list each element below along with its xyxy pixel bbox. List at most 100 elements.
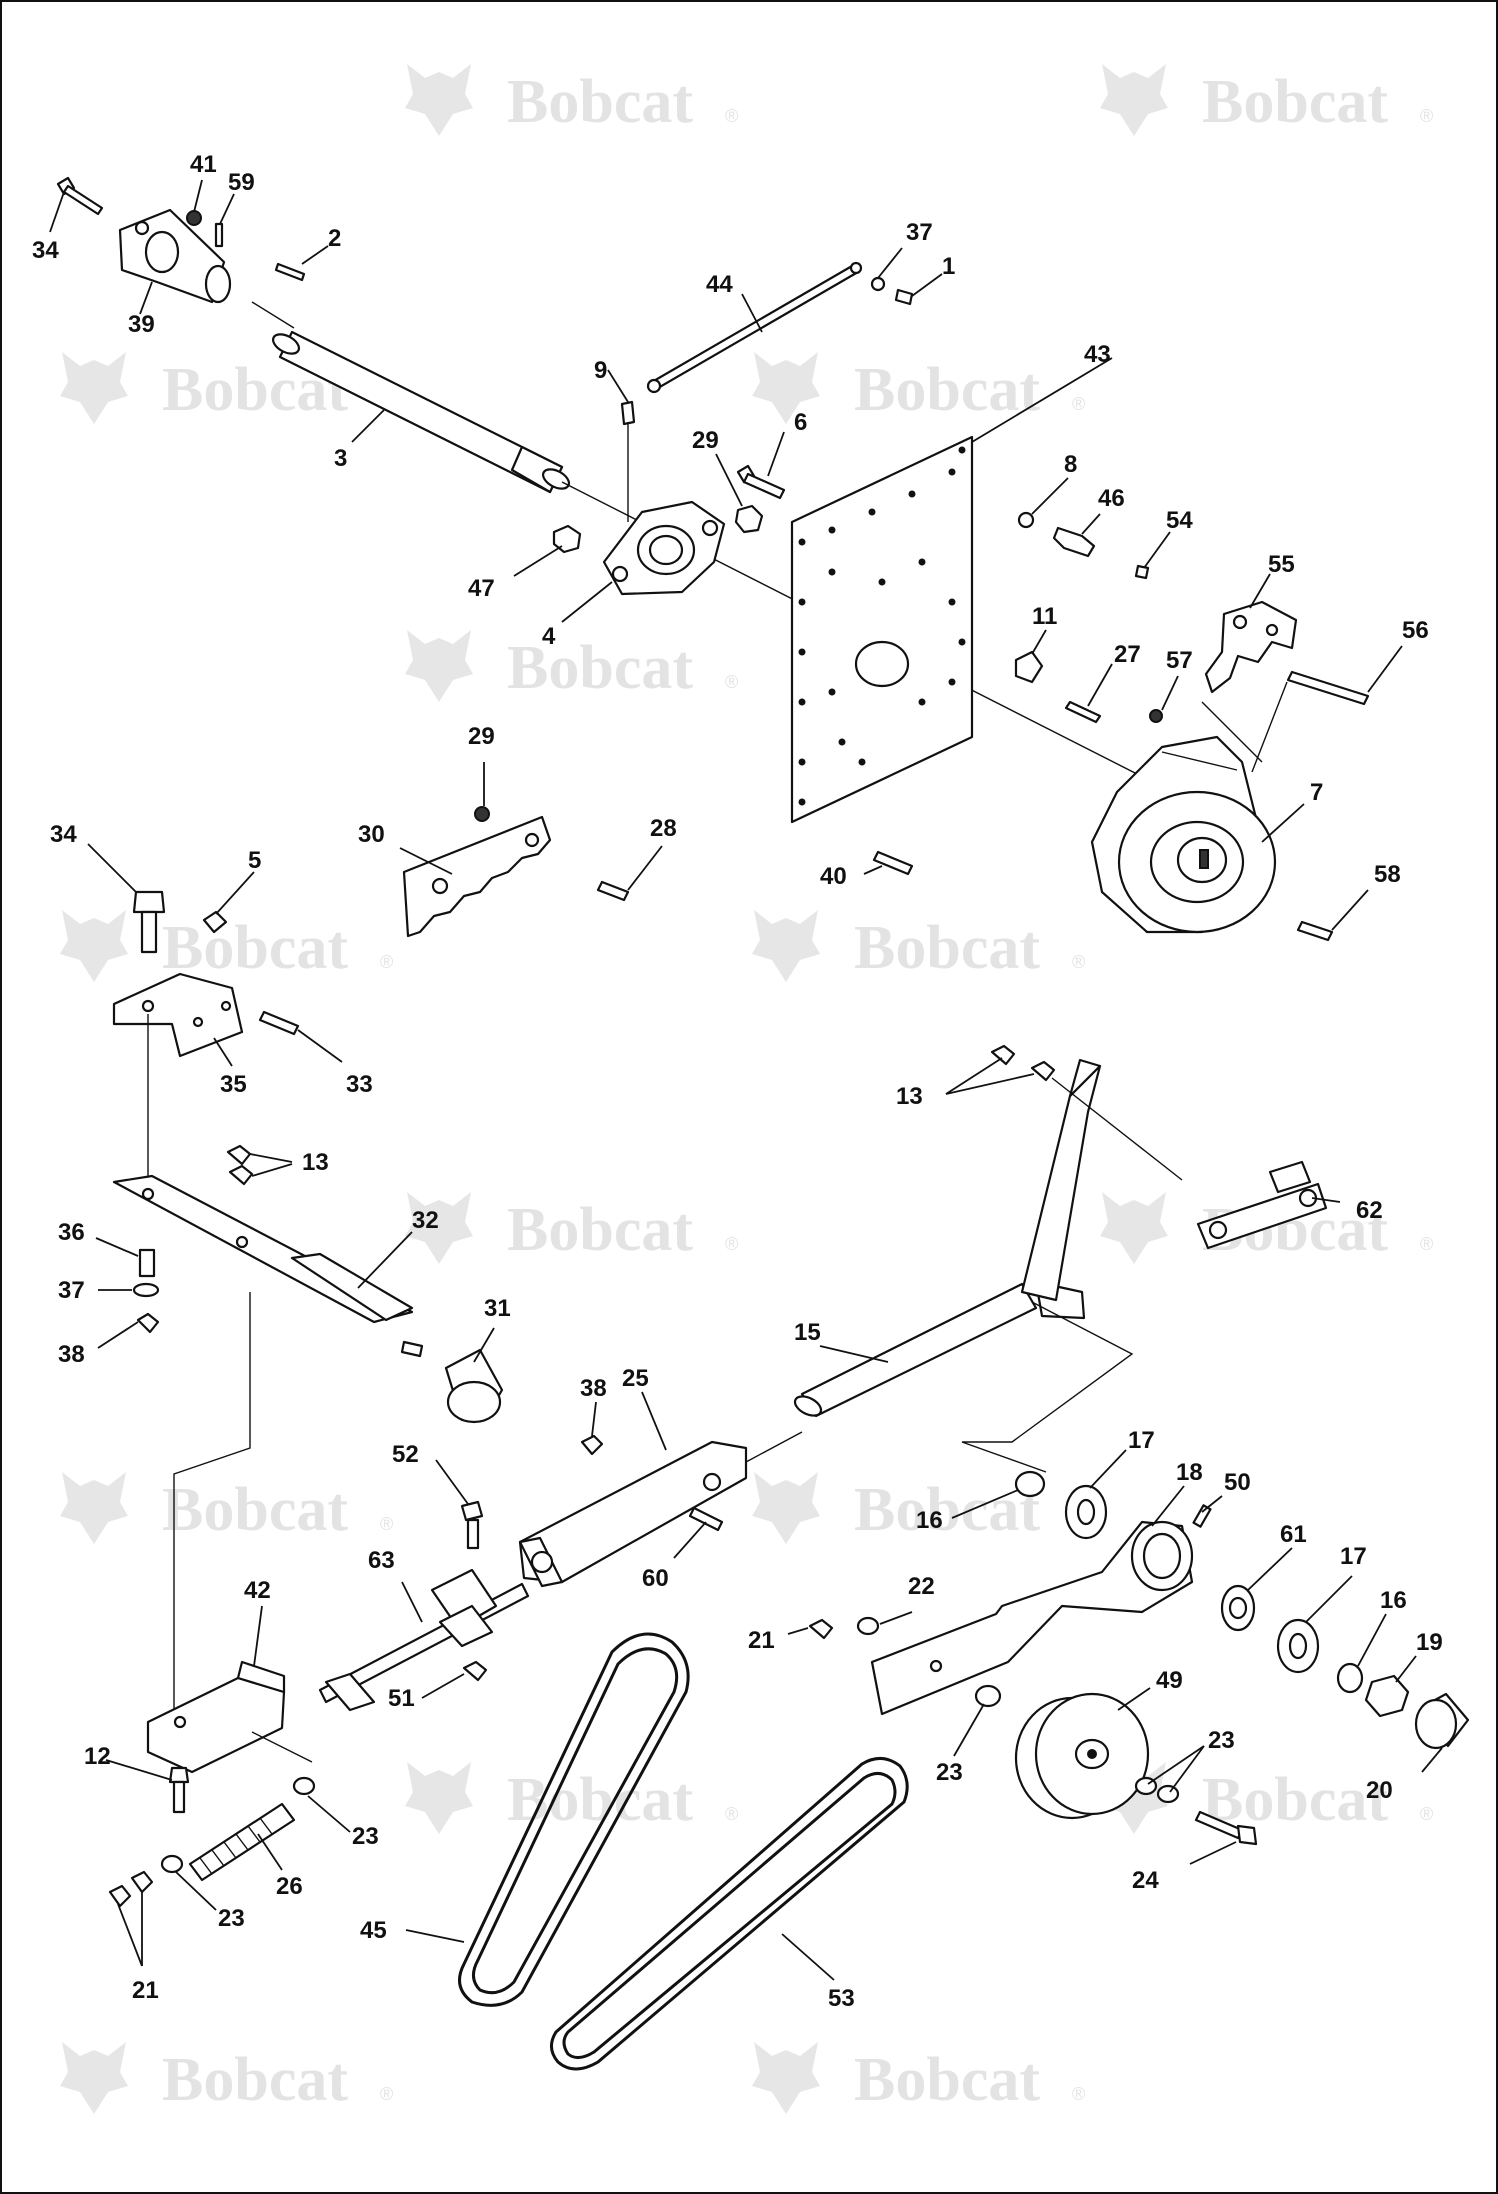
callout-29b: 29 [468, 723, 495, 750]
bobcat-logo-icon [405, 64, 473, 136]
washer-22 [856, 1616, 880, 1636]
clutch-7 [1090, 681, 1288, 934]
callout-16: 16 [916, 1507, 943, 1534]
cap-20 [1414, 1692, 1470, 1750]
watermark-text: Bobcat [1202, 1766, 1388, 1834]
callout-46: 46 [1098, 485, 1125, 512]
callout-37: 37 [906, 219, 933, 246]
bolt-60 [688, 1506, 724, 1532]
nut-57 [1149, 709, 1163, 723]
bracket-42 [146, 1660, 286, 1774]
bolt-27 [1064, 700, 1102, 724]
callout-29: 29 [692, 427, 719, 454]
bobcat-logo-icon [1100, 1192, 1168, 1264]
callout-16b: 16 [1380, 1587, 1407, 1614]
watermark-text: Bobcat [507, 1766, 693, 1834]
nut-47 [552, 524, 582, 554]
callout-50: 50 [1224, 1469, 1251, 1496]
fitting-50 [1192, 1504, 1212, 1528]
callout-52: 52 [392, 1441, 419, 1468]
nut-9 [620, 400, 636, 426]
callout-31: 31 [484, 1295, 511, 1322]
watermark-text: Bobcat [507, 68, 693, 136]
watermark: Bobcat ® [752, 910, 1085, 982]
watermark: Bobcat ® [752, 352, 1085, 424]
lever-32 [112, 1174, 414, 1324]
callout-labels: 34 41 59 2 39 3 37 1 44 9 43 29 6 8 46 5… [32, 151, 1443, 2012]
leader-lines [49, 179, 1443, 1981]
nut-21-right [808, 1618, 834, 1640]
callout-41: 41 [190, 151, 217, 178]
nut-38-mid [580, 1434, 604, 1456]
watermark: Bobcat ® [60, 910, 393, 982]
bobcat-logo-icon [752, 910, 820, 982]
callout-5: 5 [248, 847, 261, 874]
knob-31 [444, 1348, 504, 1424]
assembly-line-42 [251, 1731, 313, 1763]
watermark-reg: ® [725, 1804, 738, 1824]
washer-8 [1017, 511, 1035, 529]
bearing-flange-4 [602, 500, 726, 596]
callout-60: 60 [642, 1565, 669, 1592]
callout-56: 56 [1402, 617, 1429, 644]
pin-59 [214, 222, 224, 248]
bolt-6-shank [742, 472, 786, 500]
watermark-text: Bobcat [854, 2046, 1040, 2114]
watermark-reg: ® [725, 1234, 738, 1254]
watermark-reg: ® [1420, 106, 1433, 126]
washer-23e [1156, 1784, 1180, 1804]
callout-22: 22 [908, 1573, 935, 1600]
callout-26: 26 [276, 1873, 303, 1900]
callout-27: 27 [1114, 641, 1141, 668]
bolt-52-head [460, 1500, 484, 1522]
bolt-52-shank [466, 1518, 480, 1550]
callout-34b: 34 [50, 821, 77, 848]
bearing-17a [1064, 1484, 1108, 1540]
callout-30: 30 [358, 821, 385, 848]
watermark-reg: ® [1072, 394, 1085, 414]
nut-5 [202, 910, 228, 934]
watermark: Bobcat ® [405, 1192, 738, 1264]
bobcat-logo-icon [405, 1762, 473, 1834]
nut-29-top [734, 504, 764, 534]
watermark-text: Bobcat [507, 634, 693, 702]
callout-43: 43 [1084, 341, 1111, 368]
callout-47: 47 [468, 575, 495, 602]
watermark-reg: ® [1072, 952, 1085, 972]
nut-38 [136, 1312, 160, 1334]
callout-35: 35 [220, 1071, 247, 1098]
washer-37 [870, 276, 886, 292]
callout-45: 45 [360, 1917, 387, 1944]
callout-33: 33 [346, 1071, 373, 1098]
watermark-text: Bobcat [1202, 68, 1388, 136]
callout-54: 54 [1166, 507, 1193, 534]
watermark: Bobcat ® [60, 2042, 393, 2114]
nut-54 [1134, 564, 1150, 580]
key-2 [274, 262, 306, 282]
watermark-text: Bobcat [854, 914, 1040, 982]
callout-19: 19 [1416, 1629, 1443, 1656]
bolt-56 [1286, 670, 1370, 706]
watermark-reg: ® [1420, 1234, 1433, 1254]
callout-9: 9 [594, 357, 607, 384]
callout-55: 55 [1268, 551, 1295, 578]
spring-36 [138, 1248, 156, 1278]
bracket-62 [1196, 1160, 1328, 1250]
spring-26 [188, 1802, 296, 1882]
callout-57: 57 [1166, 647, 1193, 674]
nut-19 [1364, 1674, 1410, 1718]
watermark-text: Bobcat [162, 1476, 348, 1544]
callout-53: 53 [828, 1985, 855, 2012]
washer-16b [1336, 1662, 1364, 1694]
callout-23: 23 [936, 1759, 963, 1786]
callout-23c: 23 [352, 1823, 379, 1850]
callout-2: 2 [328, 225, 341, 252]
callout-12: 12 [84, 1743, 111, 1770]
callout-1: 1 [942, 253, 955, 280]
bolt-12-shank [172, 1780, 186, 1814]
callout-63: 63 [368, 1547, 395, 1574]
callout-23b: 23 [1208, 1727, 1235, 1754]
callout-62: 62 [1356, 1197, 1383, 1224]
bobcat-logo-icon [60, 2042, 128, 2114]
callout-18: 18 [1176, 1459, 1203, 1486]
